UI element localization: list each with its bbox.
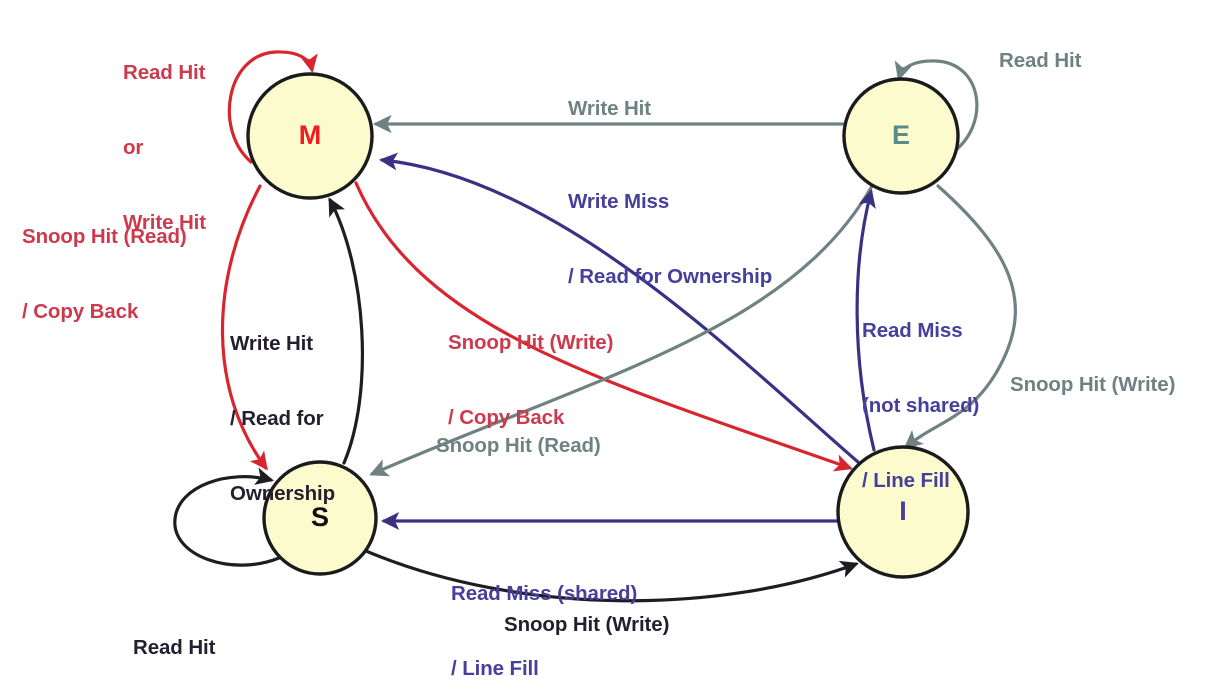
edge-e-to-s (369, 184, 874, 477)
label-i-to-e-line2: (not shared) (862, 394, 980, 417)
label-m-to-i-line1: Snoop Hit (Write) (448, 331, 614, 354)
edge-e-to-i (903, 184, 1017, 449)
label-m-to-i-line2: / Copy Back (448, 406, 565, 429)
label-m-to-i: Snoop Hit (Write) / Copy Back (448, 280, 613, 480)
label-s-to-m-line1: Write Hit (230, 332, 314, 355)
label-e-to-s: Snoop Hit (Read) (436, 434, 601, 457)
label-m-to-s-line2: / Copy Back (22, 300, 139, 323)
node-s[interactable]: S (262, 460, 378, 576)
label-i-to-s-line1: Read Miss (shared) (451, 582, 638, 605)
label-s-self: Read Hit or Snoop Hit (Read) (133, 585, 298, 691)
label-i-to-e-line3: / Line Fill (862, 469, 950, 492)
label-m-self-line3: Write Hit (123, 211, 207, 234)
edge-i-to-e (855, 189, 876, 452)
label-i-to-m: Write Miss / Read for Ownership (568, 139, 772, 339)
node-s-circle[interactable] (262, 460, 378, 576)
node-m-label: M (299, 120, 322, 150)
node-e-circle[interactable] (842, 77, 960, 195)
label-m-self-line1: Read Hit (123, 61, 206, 84)
edge-i-to-m (379, 152, 860, 464)
label-i-to-s-line2: / Line Fill (451, 657, 539, 680)
edge-e-self (894, 59, 979, 155)
label-s-self-line1: Read Hit (133, 636, 216, 659)
label-m-self: Read Hit or Write Hit (123, 10, 206, 285)
label-m-self-line2: or (123, 136, 144, 159)
label-e-to-i: Snoop Hit (Write) (1010, 373, 1176, 396)
node-e[interactable]: E (842, 77, 960, 195)
label-e-to-m: Write Hit (568, 97, 652, 120)
label-e-self: Read Hit (999, 49, 1082, 72)
node-e-label: E (892, 120, 910, 150)
edge-m-to-s (220, 184, 268, 471)
node-i-circle[interactable] (836, 445, 970, 579)
node-i[interactable]: I (836, 445, 970, 579)
edge-s-to-i (364, 549, 859, 603)
edge-s-self (173, 467, 281, 567)
label-i-to-m-line1: Write Miss (568, 190, 670, 213)
node-m-circle[interactable] (246, 72, 374, 200)
label-s-to-m-line3: Ownership (230, 482, 336, 505)
label-i-to-s: Read Miss (shared) / Line Fill (451, 531, 637, 691)
label-m-to-s-line1: Snoop Hit (Read) (22, 225, 187, 248)
edge-m-to-i (354, 181, 853, 472)
edge-s-to-m (328, 197, 365, 465)
node-i-label: I (899, 496, 907, 526)
node-m[interactable]: M (246, 72, 374, 200)
label-i-to-m-line2: / Read for Ownership (568, 265, 773, 288)
label-i-to-e: Read Miss (not shared) / Line Fill (862, 268, 979, 543)
edge-m-self (227, 50, 318, 164)
label-s-to-m: Write Hit / Read for Ownership (230, 281, 335, 556)
label-i-to-e-line1: Read Miss (862, 319, 963, 342)
label-s-to-i: Snoop Hit (Write) (504, 613, 670, 636)
label-s-to-m-line2: / Read for (230, 407, 324, 430)
label-m-to-s: Snoop Hit (Read) / Copy Back (22, 174, 187, 374)
node-s-label: S (311, 502, 329, 532)
